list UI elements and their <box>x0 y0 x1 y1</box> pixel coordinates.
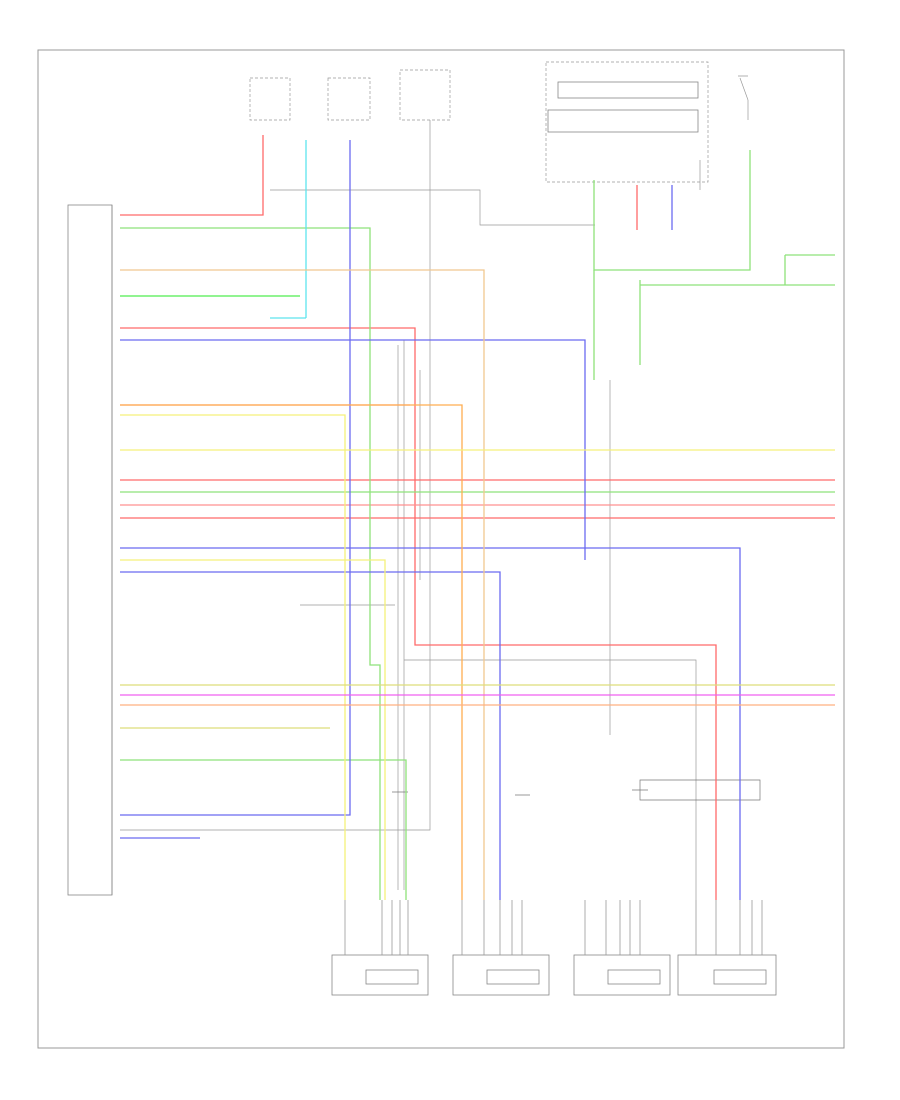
diagram-frame <box>37 49 845 1049</box>
right-module <box>545 61 709 183</box>
yellow-wire <box>120 414 835 900</box>
cyan-wire <box>270 140 307 319</box>
connector-4 <box>677 954 777 996</box>
olive-wire <box>120 684 835 729</box>
green-wire <box>120 150 835 900</box>
connector-3 <box>573 954 671 996</box>
connector-pins <box>344 900 763 955</box>
top-fuse-boxes <box>249 69 451 121</box>
thin-wires <box>120 120 761 900</box>
pink-wire <box>120 404 835 506</box>
tan-wire <box>120 269 485 900</box>
right-switch <box>738 75 749 120</box>
connector-2 <box>452 954 550 996</box>
blue-wire <box>120 140 741 900</box>
red-wire <box>120 135 835 900</box>
left-control-module <box>67 204 113 896</box>
connector-1 <box>331 954 429 996</box>
orange-wire <box>120 404 463 900</box>
